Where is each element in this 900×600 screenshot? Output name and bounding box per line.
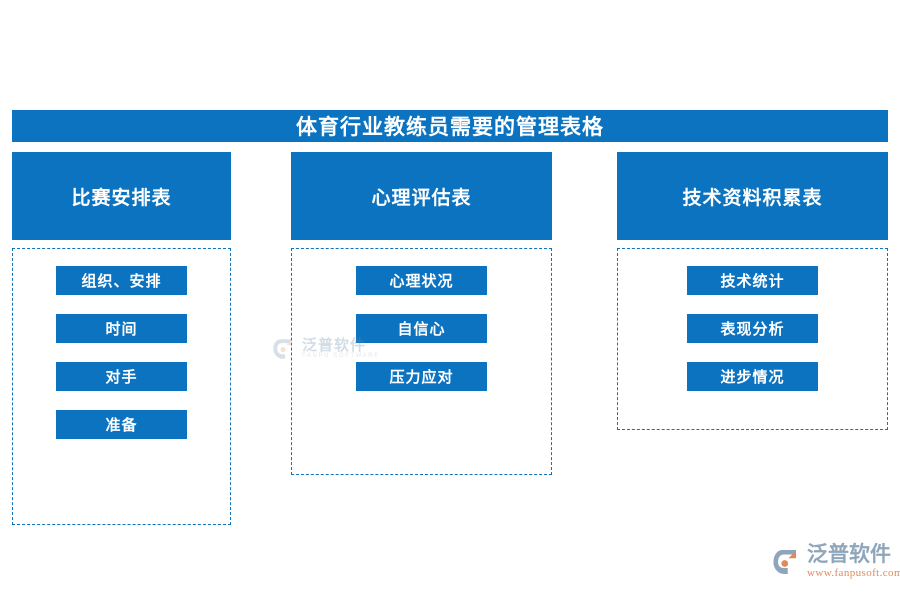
list-item: 时间 [56,314,187,343]
list-item: 对手 [56,362,187,391]
brand-name-cn: 泛普软件 [807,543,891,566]
list-item: 进步情况 [687,362,818,391]
fanpu-logo-icon [772,547,802,577]
category-column-1: 比赛安排表 组织、安排 时间 对手 准备 [12,152,231,525]
list-item: 表现分析 [687,314,818,343]
column-header-3: 技术资料积累表 [617,152,888,240]
list-item: 压力应对 [356,362,487,391]
page-title: 体育行业教练员需要的管理表格 [12,110,888,142]
list-item: 心理状况 [356,266,487,295]
brand-text: 泛普软件 www.fanpusoft.com [807,543,900,580]
list-item: 技术统计 [687,266,818,295]
column-body-2: 心理状况 自信心 压力应对 [291,248,552,475]
brand-logo: 泛普软件 www.fanpusoft.com [772,543,900,580]
column-body-3: 技术统计 表现分析 进步情况 [617,248,888,430]
column-header-2: 心理评估表 [291,152,552,240]
category-column-2: 心理评估表 心理状况 自信心 压力应对 [291,152,552,475]
column-body-1: 组织、安排 时间 对手 准备 [12,248,231,525]
column-header-1: 比赛安排表 [12,152,231,240]
category-column-3: 技术资料积累表 技术统计 表现分析 进步情况 [617,152,888,430]
brand-url: www.fanpusoft.com [807,567,900,580]
list-item: 准备 [56,410,187,439]
list-item: 组织、安排 [56,266,187,295]
list-item: 自信心 [356,314,487,343]
